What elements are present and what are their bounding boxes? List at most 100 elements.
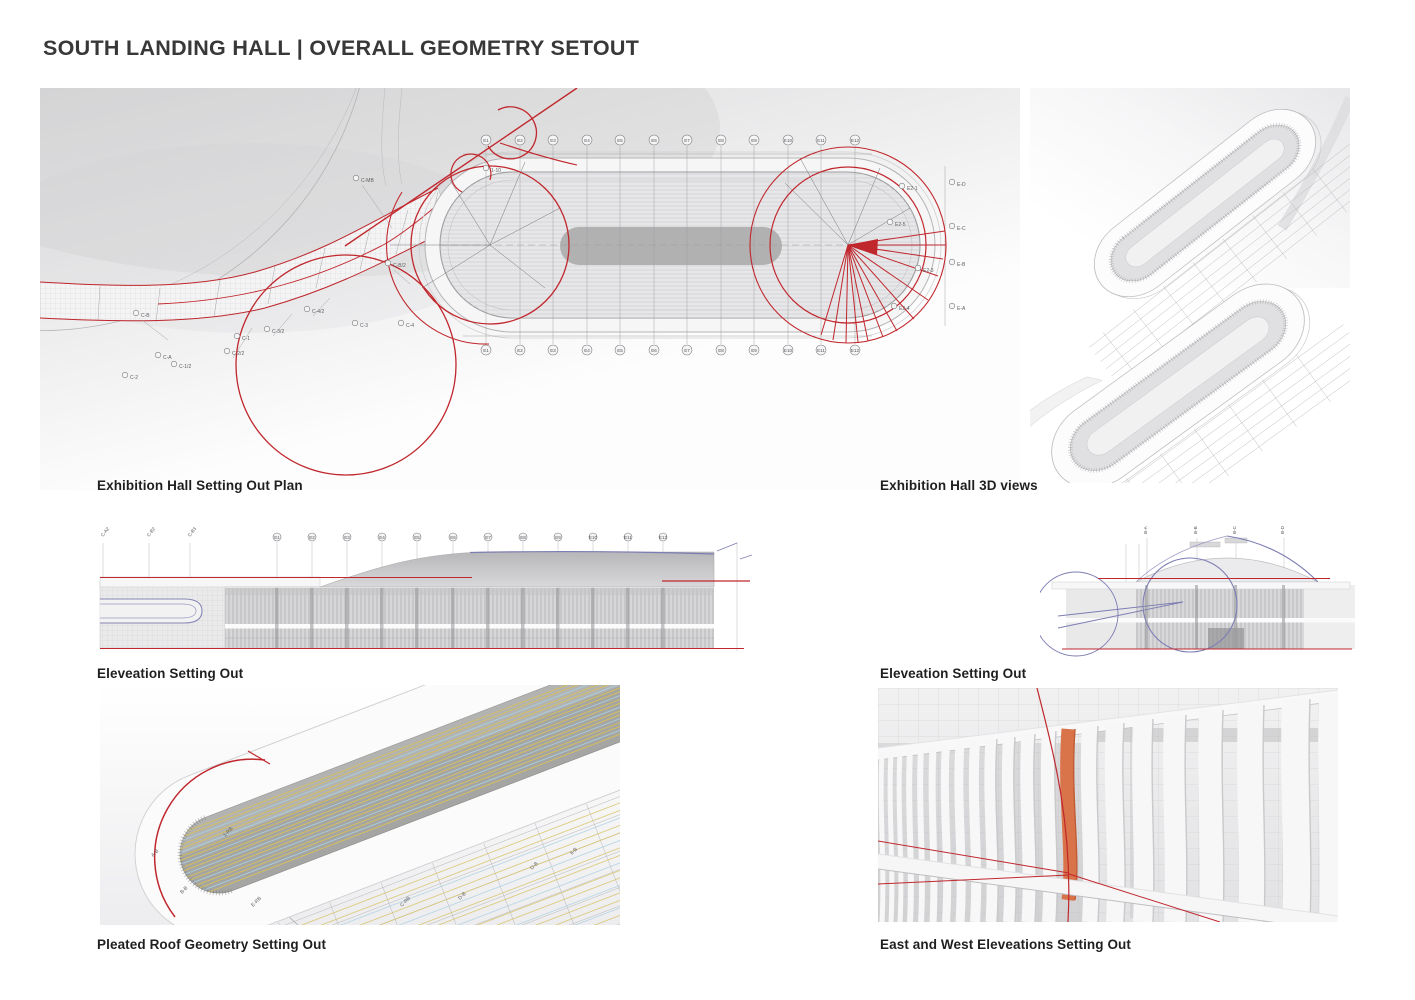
svg-text:E10: E10 (784, 348, 793, 353)
svg-text:E7: E7 (684, 348, 690, 353)
svg-text:E2-1: E2-1 (907, 186, 918, 192)
svg-text:E-A: E-A (957, 306, 966, 312)
svg-text:E11: E11 (817, 138, 825, 143)
axon-view-1 (1089, 108, 1350, 384)
hall-elevation (225, 542, 752, 648)
elevation-long-caption: Eleveation Setting Out (97, 666, 244, 681)
views3d-drawing (1030, 88, 1350, 483)
roof-setout-arc (153, 758, 266, 918)
svg-text:E12: E12 (851, 138, 860, 143)
svg-text:C-2: C-2 (130, 375, 138, 381)
svg-text:E3: E3 (550, 138, 556, 143)
svg-text:C-A: C-A (163, 355, 172, 361)
svg-text:6-B: 6-B (569, 846, 579, 856)
views3d-caption: Exhibition Hall 3D views (880, 478, 1038, 493)
svg-text:1-10: 1-10 (491, 168, 501, 174)
svg-text:C-2/2: C-2/2 (232, 351, 244, 357)
svg-text:B-B: B-B (179, 885, 190, 896)
svg-text:E2: E2 (517, 348, 523, 353)
setout-spokes (390, 157, 911, 289)
svg-text:E7: E7 (485, 535, 491, 540)
svg-text:C-B3: C-B3 (187, 526, 198, 538)
svg-text:O-B: O-B (529, 860, 540, 871)
svg-text:E4: E4 (584, 138, 590, 143)
roof-axon (100, 685, 620, 925)
svg-text:E2-4: E2-4 (899, 306, 910, 312)
end-datums (1062, 578, 1352, 650)
svg-text:E2-5: E2-5 (895, 222, 906, 228)
context-canopy (1277, 96, 1350, 231)
svg-text:E-D: E-D (957, 182, 966, 188)
svg-text:E1: E1 (274, 535, 280, 540)
facade-render (878, 688, 1338, 922)
svg-text:C-4/2: C-4/2 (312, 309, 324, 315)
svg-text:E5: E5 (617, 138, 623, 143)
svg-text:C-1/2: C-1/2 (179, 364, 191, 370)
svg-text:C-3: C-3 (360, 323, 368, 329)
elevation-end-panel: B-A B-B B-C B-D (1040, 522, 1362, 657)
svg-text:E9: E9 (751, 138, 757, 143)
svg-text:A-B: A-B (150, 848, 161, 859)
svg-text:E2: E2 (309, 535, 315, 540)
svg-text:E3: E3 (550, 348, 556, 353)
svg-text:E1: E1 (483, 138, 489, 143)
svg-text:B-B: B-B (1193, 526, 1198, 534)
roof-caption: Pleated Roof Geometry Setting Out (97, 937, 327, 952)
svg-text:C-MB: C-MB (361, 178, 374, 184)
end-grid-labels: B-A B-B B-C B-D (1143, 525, 1285, 534)
svg-text:C-A2: C-A2 (100, 526, 111, 538)
setout-fan (820, 230, 946, 344)
plan-caption: Exhibition Hall Setting Out Plan (97, 478, 303, 493)
svg-text:E6: E6 (651, 348, 657, 353)
svg-text:E8: E8 (520, 535, 526, 540)
svg-text:E1: E1 (483, 348, 489, 353)
axon-view-2 (1030, 283, 1350, 483)
svg-text:E-B: E-B (957, 262, 966, 268)
svg-text:E2: E2 (517, 138, 523, 143)
podium (99, 576, 321, 649)
setout-wedge (848, 239, 878, 255)
views3d-panel (1030, 88, 1350, 483)
facade-panel (878, 688, 1338, 922)
roof-drawing: A-B B-B 1-RB E-RB C-RB D-B O-B 6-B (100, 685, 620, 925)
elevation-end-caption: Eleveation Setting Out (880, 666, 1027, 681)
svg-text:E10: E10 (784, 138, 793, 143)
svg-text:E6: E6 (651, 138, 657, 143)
svg-text:E5: E5 (617, 348, 623, 353)
svg-text:B-C: B-C (1232, 525, 1237, 534)
svg-text:E8: E8 (718, 348, 724, 353)
svg-text:B-D: B-D (1280, 525, 1285, 534)
svg-text:C-B/2: C-B/2 (393, 263, 406, 269)
walkway-beam (878, 854, 1338, 922)
svg-text:E5: E5 (414, 535, 420, 540)
elevation-datums (100, 577, 750, 650)
elevation-long-drawing: E1 E2 E3 E4 E5 E6 E7 E8 E9 E10 E11 E12 C… (99, 526, 752, 651)
svg-text:E11: E11 (817, 348, 825, 353)
end-setout-circles (1040, 557, 1238, 657)
plan-drawing: E1 E2 E3 E4 E5 E6 E7 E8 E9 E10 E11 E12 E… (40, 88, 1020, 490)
svg-text:E9: E9 (555, 535, 561, 540)
svg-text:E11: E11 (624, 535, 632, 540)
svg-text:D-B: D-B (457, 891, 468, 902)
svg-text:C-1: C-1 (242, 336, 250, 342)
svg-text:B-A: B-A (1143, 525, 1148, 534)
svg-text:E2-3: E2-3 (923, 268, 934, 274)
elevation-grid-labels: E1 E2 E3 E4 E5 E6 E7 E8 E9 E10 E11 E12 C… (100, 526, 668, 542)
svg-text:E3: E3 (344, 535, 350, 540)
svg-text:E9: E9 (751, 348, 757, 353)
svg-text:E4: E4 (584, 348, 590, 353)
elevation-end-drawing: B-A B-B B-C B-D (1040, 525, 1355, 657)
red-setout-geometry (235, 88, 947, 476)
svg-text:E7: E7 (684, 138, 690, 143)
svg-text:E12: E12 (851, 348, 860, 353)
plan-panel: E1 E2 E3 E4 E5 E6 E7 E8 E9 E10 E11 E12 E… (40, 88, 1020, 490)
plan-annotations: C-MB C-B/2 C-4/2 C-3/2 C-2/2 C-1/2 C-1 C… (121, 164, 966, 381)
svg-text:C-3/2: C-3/2 (272, 329, 284, 335)
svg-text:E4: E4 (379, 535, 385, 540)
svg-text:C-B: C-B (141, 313, 150, 319)
svg-text:E6: E6 (450, 535, 456, 540)
page-title: SOUTH LANDING HALL | OVERALL GEOMETRY SE… (43, 36, 640, 60)
svg-text:E10: E10 (589, 535, 598, 540)
elevation-long-panel: E1 E2 E3 E4 E5 E6 E7 E8 E9 E10 E11 E12 C… (92, 525, 752, 657)
facade-caption: East and West Eleveations Setting Out (880, 937, 1132, 952)
